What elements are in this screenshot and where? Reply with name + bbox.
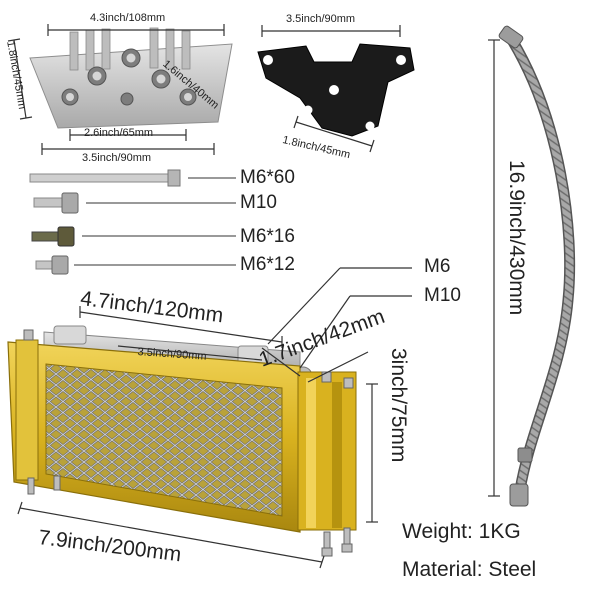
fitting-label-m6: M6 — [424, 256, 451, 277]
top-cover — [29, 27, 233, 129]
hose-length-label: 16.9inch/430mm — [505, 160, 528, 316]
bolt-m6x60 — [29, 169, 181, 187]
oil-cooler-radiator — [7, 325, 357, 557]
bolt-m6x12 — [35, 255, 69, 275]
bolt-label-m6x12: M6*12 — [240, 254, 295, 275]
mounting-bracket — [257, 43, 415, 137]
oil-hose — [498, 25, 576, 507]
bolt-m6x16 — [31, 226, 75, 247]
bolt-length-label: 3.5inch/90mm — [82, 152, 152, 164]
fitting-label-m10: M10 — [424, 285, 461, 306]
weight-spec: Weight: 1KG — [402, 520, 521, 543]
radiator-height-label: 3inch/75mm — [387, 348, 410, 463]
bolt-m10 — [33, 192, 79, 214]
hose-dimension-line — [488, 39, 500, 497]
radiator-dimension-lines — [17, 267, 412, 569]
bolt-label-m10: M10 — [240, 192, 277, 213]
bracket-width-label: 3.5inch/90mm — [286, 13, 356, 25]
material-spec: Material: Steel — [402, 558, 537, 581]
top-cover-width-label: 4.3inch/108mm — [90, 12, 166, 24]
top-cover-base-label: 2.6inch/65mm — [84, 127, 154, 139]
bolt-label-m6x16: M6*16 — [240, 226, 295, 247]
bolt-leader-lines — [74, 177, 236, 266]
bolt-label-m6x60: M6*60 — [240, 167, 295, 188]
top-cover-dimension-lines — [7, 24, 225, 155]
bracket-dimension-lines — [261, 25, 401, 153]
